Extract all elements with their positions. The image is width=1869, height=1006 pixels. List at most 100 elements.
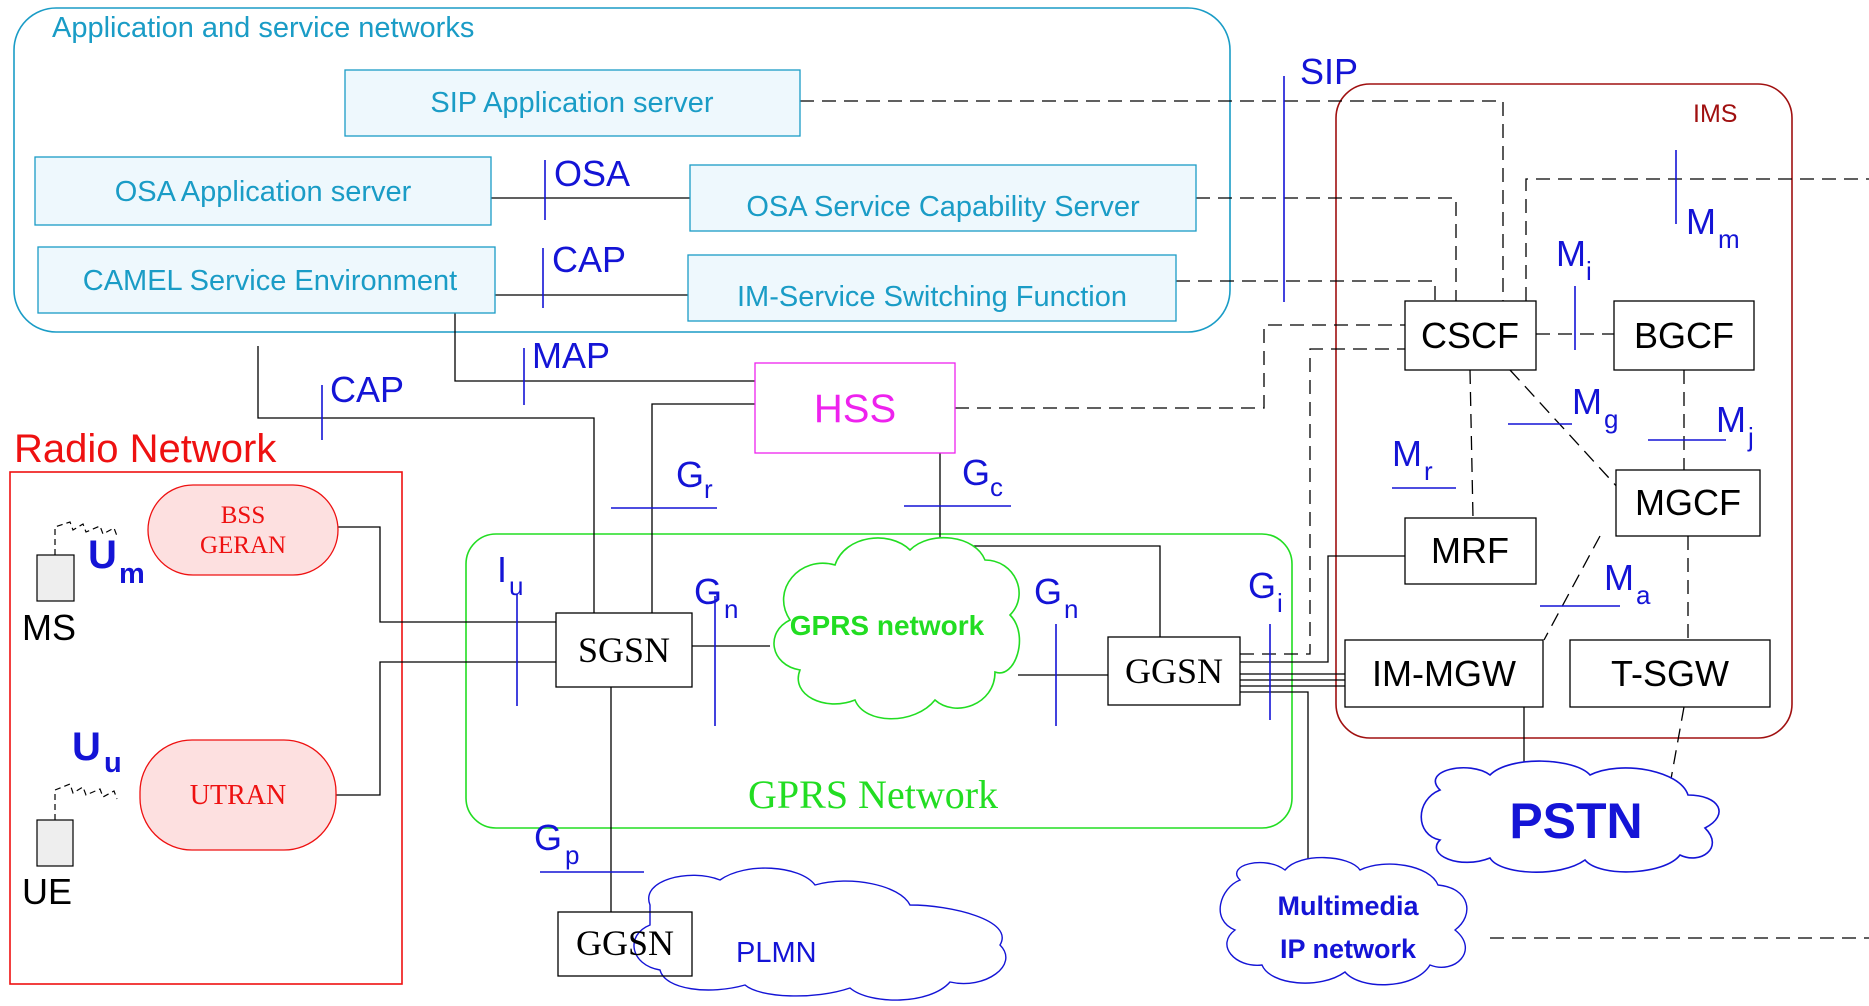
ms-device: MS	[22, 521, 118, 648]
sgsn-label: SGSN	[578, 630, 670, 670]
sip-interface-label: SIP	[1300, 51, 1358, 92]
radio-network-region: Radio Network	[9, 427, 403, 985]
bss-geran-node: BSS GERAN	[147, 484, 339, 576]
plmn-cloud: PLMN	[633, 867, 1007, 1001]
cscf-label: CSCF	[1421, 315, 1519, 356]
svg-text:g: g	[1604, 404, 1618, 434]
svg-text:j: j	[1747, 422, 1754, 452]
svg-text:I: I	[497, 549, 507, 590]
mrf-label: MRF	[1431, 530, 1509, 571]
svg-text:p: p	[565, 840, 579, 870]
camel-label: CAMEL Service Environment	[83, 265, 457, 297]
mr-interface-label: M r	[1392, 433, 1433, 486]
t-sgw-label: T-SGW	[1611, 653, 1729, 694]
mj-interface-label: M j	[1716, 399, 1754, 452]
ims-title: IMS	[1693, 100, 1737, 128]
app-networks-title: Application and service networks	[52, 12, 474, 44]
hss-label: HSS	[814, 387, 896, 431]
iu-interface-label: I u	[497, 549, 523, 601]
ue-device: UE	[22, 783, 118, 912]
svg-text:M: M	[1392, 433, 1422, 474]
osa-service-capability-server: OSA Service Capability Server	[689, 164, 1197, 232]
mg-interface-label: M g	[1572, 381, 1618, 434]
utran-label: UTRAN	[190, 780, 286, 811]
svg-text:G: G	[962, 452, 990, 493]
gprs-cloud: GPRS network	[773, 536, 1021, 720]
multimedia-ip-cloud: Multimedia IP network	[1219, 856, 1468, 986]
application-networks-region: Application and service networks	[13, 7, 1231, 333]
radio-network-title: Radio Network	[14, 427, 277, 471]
svg-text:n: n	[1064, 594, 1078, 624]
svg-text:m: m	[1718, 224, 1740, 254]
utran-node: UTRAN	[139, 739, 337, 851]
svg-text:u: u	[104, 747, 122, 779]
osa-as-label: OSA Application server	[115, 176, 412, 208]
ue-radio-wave-icon	[54, 783, 118, 820]
gc-interface-label: G c	[962, 452, 1003, 502]
svg-text:U: U	[72, 725, 101, 769]
svg-text:i: i	[1277, 588, 1283, 618]
cap-top-interface-label: CAP	[552, 239, 626, 280]
ms-radio-wave-icon	[54, 521, 118, 555]
gn1-interface-label: G n	[694, 571, 738, 624]
svg-text:G: G	[676, 454, 704, 495]
ms-handset-icon	[36, 554, 75, 602]
svg-text:a: a	[1636, 580, 1651, 610]
ue-handset-icon	[36, 819, 74, 867]
map-interface-label: MAP	[532, 335, 610, 376]
ip-network-label: IP network	[1280, 934, 1417, 964]
bgcf-label: BGCF	[1634, 315, 1734, 356]
ggsn-node: GGSN	[1107, 636, 1241, 706]
im-mgw-label: IM-MGW	[1372, 653, 1516, 694]
plmn-ggsn-label: GGSN	[576, 923, 674, 963]
svg-text:G: G	[1248, 565, 1276, 606]
svg-text:n: n	[724, 594, 738, 624]
bgcf-node: BGCF	[1613, 300, 1755, 371]
hss-node: HSS	[754, 362, 956, 454]
svg-text:M: M	[1686, 201, 1716, 242]
svg-text:r: r	[1424, 456, 1433, 486]
svg-text:U: U	[88, 533, 117, 577]
gp-interface-label: G p	[534, 817, 579, 870]
sip-as-label: SIP Application server	[430, 87, 714, 119]
svg-text:G: G	[1034, 571, 1062, 612]
solid-connections	[257, 197, 1525, 912]
svg-text:M: M	[1604, 557, 1634, 598]
pstn-label: PSTN	[1509, 793, 1642, 849]
osa-scs-label: OSA Service Capability Server	[746, 191, 1140, 223]
svg-text:u: u	[509, 571, 523, 601]
cap-interface-label: CAP	[330, 369, 404, 410]
ms-label: MS	[22, 607, 76, 648]
mrf-node: MRF	[1404, 517, 1537, 585]
plmn-label: PLMN	[736, 937, 817, 969]
interface-labels: SIP OSA CAP MAP CAP G r G c I u G n G n …	[72, 51, 1754, 870]
camel-service-environment: CAMEL Service Environment	[37, 246, 496, 314]
osa-interface-label: OSA	[554, 153, 630, 194]
svg-text:G: G	[694, 571, 722, 612]
gprs-network-region: GPRS Network	[465, 533, 1293, 829]
pstn-cloud: PSTN	[1420, 760, 1720, 873]
svg-text:G: G	[534, 817, 562, 858]
mi-interface-label: M i	[1556, 233, 1592, 286]
cscf-node: CSCF	[1404, 300, 1537, 371]
gi-interface-label: G i	[1248, 565, 1283, 618]
mgcf-label: MGCF	[1635, 482, 1741, 523]
t-sgw-node: T-SGW	[1569, 639, 1771, 708]
ma-interface-label: M a	[1604, 557, 1651, 610]
gprs-cloud-label: GPRS network	[790, 610, 985, 641]
plmn-ggsn-node: GGSN	[557, 911, 693, 977]
svg-text:c: c	[990, 472, 1003, 502]
um-interface-label: U m	[88, 533, 145, 590]
svg-text:M: M	[1556, 233, 1586, 274]
multimedia-label: Multimedia	[1277, 891, 1419, 921]
svg-text:M: M	[1716, 399, 1746, 440]
dashed-connections	[800, 100, 1869, 939]
osa-application-server: OSA Application server	[34, 156, 492, 226]
im-ssf-label: IM-Service Switching Function	[737, 281, 1127, 313]
ims-region: IMS	[1335, 83, 1793, 739]
gprs-network-title: GPRS Network	[748, 772, 998, 817]
ue-label: UE	[22, 871, 72, 912]
gr-interface-label: G r	[676, 454, 713, 504]
bss-label: BSS	[221, 502, 265, 529]
